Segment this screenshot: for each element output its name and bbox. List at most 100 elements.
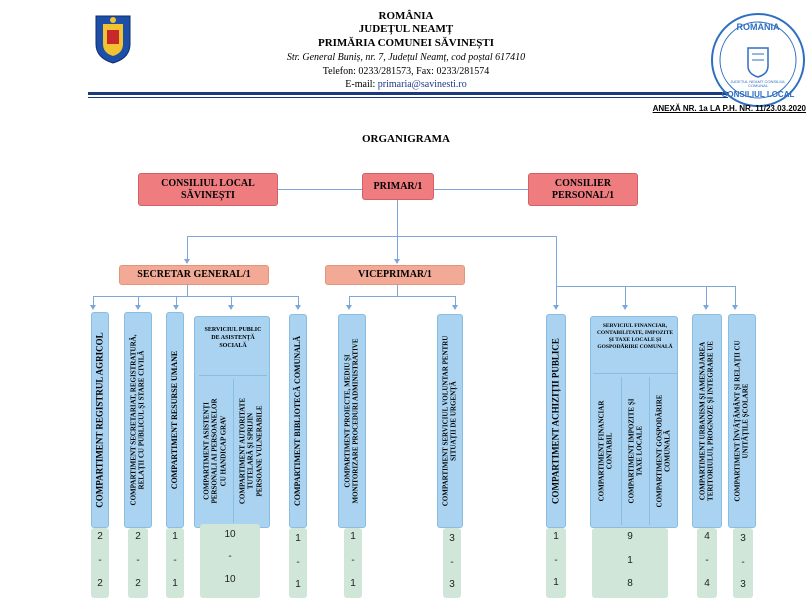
count-filled: 1: [553, 577, 559, 588]
annex-reference: ANEXĂ NR. 1a LA P.H. NR. 11/23.03.2020: [652, 104, 806, 113]
dept-proiecte: COMPARTIMENT PROIECTE, MEDIU ȘI MONITORI…: [338, 314, 366, 528]
count-box: [546, 528, 566, 598]
header-institution: PRIMĂRIA COMUNEI SĂVINEȘTI: [317, 37, 495, 49]
connector: [93, 296, 299, 297]
count-separator: -: [173, 555, 177, 566]
connector: [434, 189, 528, 190]
seal-top-text: ROMÂNIA: [736, 22, 780, 32]
count-separator: -: [228, 551, 232, 562]
dept-serviciul-social: SERVICIUL PUBLIC DE ASISTENȚĂ SOCIALĂ CO…: [194, 316, 270, 528]
count-total: 9: [627, 531, 633, 542]
header-email-line: E-mail: primaria@savinesti.ro: [200, 79, 612, 90]
subdept-autoritate-tutelara: COMPARTIMENT AUTORITATE TUTELARĂ ȘI SPRI…: [233, 379, 268, 523]
dept-label: COMPARTIMENT URBANISM ȘI AMENAJAREA TERI…: [698, 341, 715, 501]
dept-label: COMPARTIMENT FINANCIAR CONTABIL: [597, 400, 614, 502]
connector: [93, 296, 94, 306]
dept-label: SERVICIUL FINANCIAR, CONTABILITATE, IMPO…: [596, 323, 674, 350]
dept-label: COMPARTIMENT ASISTENȚI PERSONALI AI PERS…: [202, 398, 228, 504]
arrow-icon: [553, 305, 559, 310]
count-separator: -: [741, 557, 745, 568]
count-box: [166, 528, 184, 598]
coat-of-arms-icon: [92, 10, 134, 64]
connector: [176, 296, 177, 306]
dept-label: COMPARTIMENT ACHIZIȚII PUBLICE: [550, 338, 561, 504]
official-seal: ROMÂNIA JUDEȚUL NEAMȚ CONSILIUL COMUNAL …: [708, 10, 808, 110]
subdept-gospodarie: COMPARTIMENT GOSPODĂRIRE COMUNALĂ: [649, 377, 678, 525]
dept-label: COMPARTIMENT ÎNVĂȚĂMÂNT ȘI RELAȚII CU UN…: [733, 340, 750, 502]
council-box: CONSILIUL LOCAL SĂVINEȘTI: [138, 173, 278, 206]
count-total: 1: [553, 531, 559, 542]
count-separator: -: [296, 557, 300, 568]
dept-voluntar: COMPARTIMENT SERVICIUL VOLUNTAR PENTRU S…: [437, 314, 463, 528]
count-filled: 1: [172, 578, 178, 589]
count-separator: -: [705, 555, 709, 566]
connector: [349, 296, 350, 306]
subdept-impozite: COMPARTIMENT IMPOZITE ȘI TAXE LOCALE: [621, 377, 650, 525]
dept-label: COMPARTIMENT IMPOZITE ȘI TAXE LOCALE: [627, 398, 644, 504]
arrow-icon: [703, 305, 709, 310]
arrow-icon: [90, 305, 96, 310]
count-box: [443, 528, 461, 598]
header-email-link[interactable]: primaria@savinesti.ro: [377, 79, 467, 90]
count-box: [91, 528, 109, 598]
count-total: 3: [740, 533, 746, 544]
dept-label: COMPARTIMENT SECRETARIAT, REGISTRATURĂ, …: [129, 334, 146, 506]
header-county: JUDEȚUL NEAMȚ: [358, 23, 454, 35]
connector: [397, 200, 398, 236]
connector: [397, 236, 398, 259]
connector: [556, 236, 557, 286]
dept-serviciul-financiar: SERVICIUL FINANCIAR, CONTABILITATE, IMPO…: [590, 316, 678, 528]
connector: [556, 286, 736, 287]
arrow-icon: [732, 305, 738, 310]
count-separator: -: [98, 555, 102, 566]
dept-label: COMPARTIMENT PROIECTE, MEDIU ȘI MONITORI…: [343, 338, 360, 504]
vicemayor-box: VICEPRIMAR/1: [325, 265, 465, 285]
dept-biblioteca: COMPARTIMENT BIBLIOTECĂ COMUNALĂ: [289, 314, 307, 528]
connector: [706, 286, 707, 306]
dept-urbanism: COMPARTIMENT URBANISM ȘI AMENAJAREA TERI…: [692, 314, 722, 528]
connector: [556, 286, 557, 306]
header-divider-thin: [88, 97, 728, 98]
count-total: 10: [224, 529, 236, 540]
dept-achizitii: COMPARTIMENT ACHIZIȚII PUBLICE: [546, 314, 566, 528]
arrow-icon: [228, 305, 234, 310]
count-filled: 1: [295, 579, 301, 590]
count-separator: -: [554, 555, 558, 566]
dept-registru-agricol: COMPARTIMENT REGISTRUL AGRICOL: [91, 312, 109, 528]
connector: [735, 286, 736, 306]
count-total: 1: [172, 531, 178, 542]
connector: [455, 296, 456, 306]
seal-middle-text: JUDEȚUL NEAMȚ CONSILIUL COMUNAL: [730, 79, 786, 89]
connector: [231, 296, 232, 306]
subdept-financiar-contabil: COMPARTIMENT FINANCIAR CONTABIL: [593, 377, 619, 525]
connector: [278, 189, 362, 190]
count-total: 2: [135, 531, 141, 542]
count-separator: -: [136, 555, 140, 566]
subdept-asistenti: COMPARTIMENT ASISTENȚI PERSONALI AI PERS…: [199, 379, 231, 523]
dept-invatamant: COMPARTIMENT ÎNVĂȚĂMÂNT ȘI RELAȚII CU UN…: [728, 314, 756, 528]
count-filled: 10: [224, 574, 236, 585]
count-box: [344, 528, 362, 598]
arrow-icon: [184, 259, 190, 264]
count-filled: 2: [135, 578, 141, 589]
arrow-icon: [622, 305, 628, 310]
advisor-box: CONSILIER PERSONAL/1: [528, 173, 638, 206]
mayor-box: PRIMAR/1: [362, 173, 434, 200]
dept-label: SERVICIUL PUBLIC DE ASISTENȚĂ SOCIALĂ: [204, 327, 262, 349]
connector: [187, 285, 188, 296]
count-vacant: 1: [627, 555, 633, 566]
header-address: Str. General Buniș, nr. 7, Județul Neamț…: [286, 52, 526, 63]
dept-label: COMPARTIMENT REGISTRUL AGRICOL: [94, 332, 105, 508]
count-box: [733, 528, 753, 598]
count-total: 2: [97, 531, 103, 542]
seal-bottom-text: CONSILIUL LOCAL: [721, 90, 795, 99]
header-email-label: E-mail:: [345, 79, 378, 90]
count-box: [289, 528, 307, 598]
count-filled: 2: [97, 578, 103, 589]
header-country: ROMÂNIA: [378, 10, 434, 22]
connector: [187, 236, 556, 237]
arrow-icon: [173, 305, 179, 310]
count-filled: 8: [627, 578, 633, 589]
header-phone-fax: Telefon: 0233/281573, Fax: 0233/281574: [322, 66, 490, 77]
count-filled: 3: [449, 579, 455, 590]
